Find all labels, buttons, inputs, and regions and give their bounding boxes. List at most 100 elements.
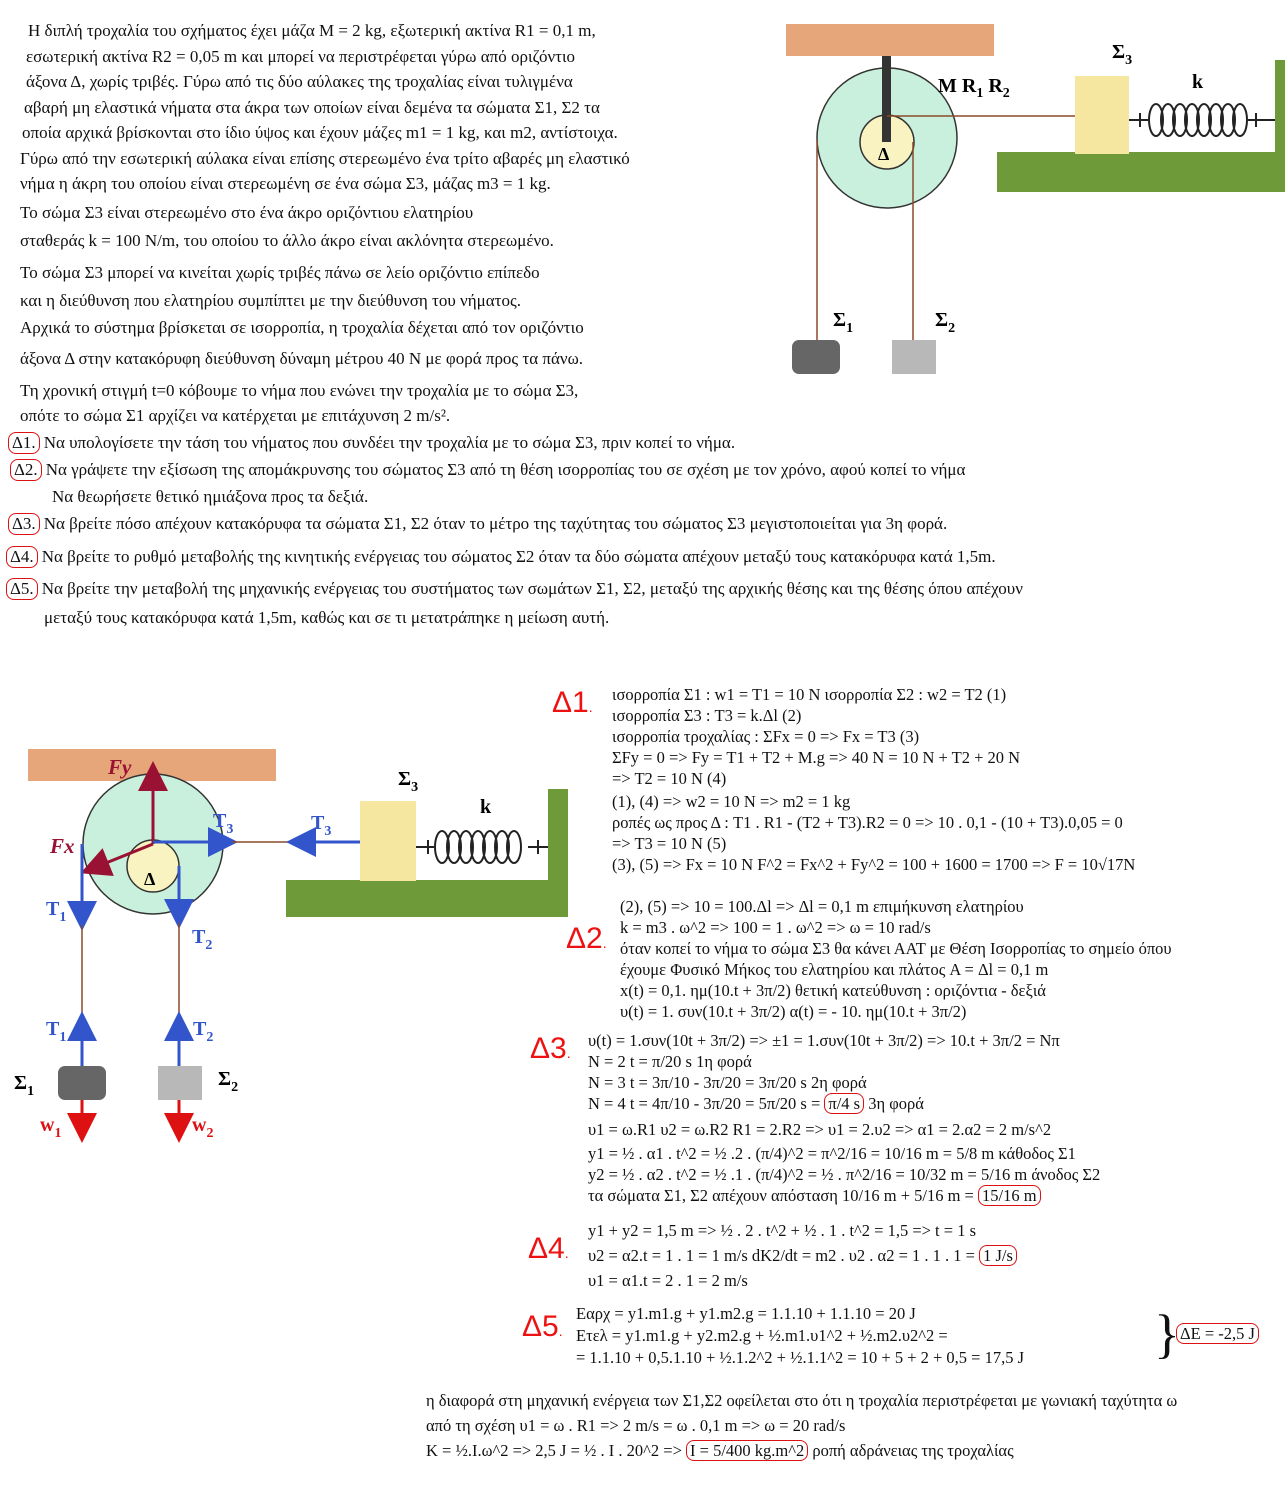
mass-s2-2 [158, 1066, 202, 1100]
sol-line: όταν κοπεί το νήμα το σώμα Σ3 θα κάνει Α… [620, 939, 1172, 958]
question-d5-line2: μεταξύ τους κατακόρυφα κατά 1,5m, καθώς … [44, 608, 610, 627]
sol-line: υ2 = α2.t = 1 . 1 = 1 m/s dK2/dt = m2 . … [588, 1243, 1017, 1268]
solution-label-d3: Δ3. [530, 1032, 571, 1065]
sol-line: υ(t) = 1. συν(10.t + 3π/2) α(t) = - 10. … [620, 1002, 967, 1021]
sol-line: Eτελ = y1.m1.g + y2.m2.g + ½.m1.υ1^2 + ½… [576, 1326, 948, 1345]
pulley-label: M R1 R2 [938, 75, 1010, 101]
k-label: k [1192, 71, 1204, 93]
question-tag: Δ4. [6, 546, 38, 568]
intro-line: Τη χρονική στιγμή t=0 κόβουμε το νήμα πο… [20, 380, 579, 400]
s3-label-2: Σ3 [398, 768, 418, 795]
question-text: Να βρείτε το ρυθμό μεταβολής της κινητικ… [41, 547, 996, 566]
sol-line: N = 3 t = 3π/10 - 3π/20 = 3π/20 s 2η φορ… [588, 1073, 867, 1092]
question-tag: Δ2. [10, 459, 42, 481]
mass-s3-2 [360, 801, 416, 881]
sol-line: => T2 = 10 N (4) [612, 769, 727, 788]
spring-fig1 [1129, 103, 1275, 137]
answer-box: ΔE = -2,5 J [1176, 1323, 1259, 1344]
intro-line: Η διπλή τροχαλία του σχήματος έχει μάζα … [28, 21, 596, 40]
question-d3: Δ3.Να βρείτε πόσο απέχουν κατακόρυφα τα … [8, 513, 947, 535]
intro-line: νήμα η άκρη του οποίου είναι στερεωμένη … [20, 174, 551, 193]
sol-line: = 1.1.10 + 0,5.1.10 + ½.1.2^2 + ½.1.1^2 … [576, 1348, 1025, 1367]
sol-line: y1 + y2 = 1,5 m => ½ . 2 . t^2 + ½ . 1 .… [588, 1221, 976, 1240]
solution-label-d2: Δ2. [566, 922, 607, 955]
t2-mass-label: T2 [193, 1018, 213, 1045]
answer-box: I = 5/400 kg.m^2 [686, 1440, 809, 1461]
mass-s2 [892, 340, 936, 374]
answer-box: 15/16 m [978, 1185, 1041, 1206]
intro-line: και η διεύθυνση που ελατηρίου συμπίπτει … [20, 291, 521, 310]
sol-line: k = m3 . ω^2 => 100 = 1 . ω^2 => ω = 10 … [620, 918, 931, 937]
sol-line: (2), (5) => 10 = 100.Δl => Δl = 0,1 m επ… [620, 897, 1024, 916]
question-d5: Δ5.Να βρείτε την μεταβολή της μηχανικής … [6, 578, 1023, 600]
solution-label-d4: Δ4. [528, 1232, 569, 1265]
intro-line: οποία αρχικά βρίσκονται στο ίδιο ύψος κα… [22, 123, 618, 142]
intro-line: σταθεράς k = 100 N/m, του οποίου το άλλο… [20, 231, 554, 250]
pulley-figure: Δ Σ1 Σ2 M R1 R2 Σ3 k [786, 24, 1285, 374]
axis-label: Δ [878, 144, 889, 164]
sol-line: ροπές ως προς Δ : T1 . R1 - (T2 + T3).R2… [612, 813, 1123, 832]
s3-label: Σ3 [1112, 41, 1132, 68]
sol-line: τα σώματα Σ1, Σ2 απέχουν απόσταση 10/16 … [588, 1185, 1100, 1206]
sol-line: y1 = ½ . α1 . t^2 = ½ .2 . (π/4)^2 = π^2… [588, 1144, 1076, 1163]
sol-line: ισορροπία Σ3 : T3 = k.Δl (2) [612, 706, 802, 725]
intro-line: άξονα Δ στην κατακόρυφη διεύθυνση δύναμη… [20, 349, 584, 368]
sol-line: N = 2 t = π/20 s 1η φορά [588, 1052, 752, 1071]
sol-line: Eαρχ = y1.m1.g + y1.m2.g = 1.1.10 + 1.1.… [576, 1304, 916, 1323]
sol-line: από τη σχέση υ1 = ω . R1 => 2 m/s = ω . … [426, 1416, 846, 1435]
sol-line: έχουμε Φυσικό Μήκος του ελατηρίου και πλ… [620, 960, 1049, 979]
sol-line: υ1 = ω.R1 υ2 = ω.R2 R1 = 2.R2 => υ1 = 2.… [588, 1120, 1052, 1139]
sol-line: υ(t) = 1.συν(10t + 3π/2) => ±1 = 1.συν(1… [588, 1031, 1060, 1050]
brace: } [1154, 1304, 1180, 1364]
intro-line: Αρχικά το σύστημα βρίσκεται σε ισορροπία… [20, 317, 584, 337]
intro-line: οπότε το σώμα Σ1 αρχίζει να κατέρχεται μ… [20, 406, 451, 425]
question-tag: Δ5. [6, 578, 38, 600]
question-text: Να υπολογίσετε την τάση του νήματος που … [43, 433, 736, 452]
sol-line: η διαφορά στη μηχανική ενέργεια των Σ1,Σ… [426, 1391, 1178, 1410]
solution-label-d5: Δ5. [522, 1310, 563, 1343]
fx-label: Fx [49, 834, 75, 858]
solution-d5: Eαρχ = y1.m1.g + y1.m2.g = 1.1.10 + 1.1.… [576, 1303, 1024, 1369]
problem-intro: Η διπλή τροχαλία του σχήματος έχει μάζα … [20, 18, 780, 429]
t3-block-label: T3 [311, 812, 331, 839]
question-tag: Δ1. [8, 432, 40, 454]
solution-d1: ισορροπία Σ1 : w1 = T1 = 10 N ισορροπία … [612, 684, 1135, 875]
s1-label-2: Σ1 [14, 1072, 34, 1099]
ground-2 [286, 789, 568, 917]
s2-label: Σ2 [935, 309, 955, 336]
answer-box: π/4 s [824, 1093, 865, 1114]
fx-arrow [80, 842, 154, 876]
question-text: Να βρείτε την μεταβολή της μηχανικής ενέ… [41, 579, 1023, 598]
sol-line: υ1 = α1.t = 2 . 1 = 2 m/s [588, 1271, 748, 1290]
sol-line: N = 4 t = 4π/10 - 3π/20 = 5π/20 s = π/4 … [588, 1093, 924, 1114]
question-d4: Δ4.Να βρείτε το ρυθμό μεταβολής της κινη… [6, 546, 996, 568]
w2-label: w2 [192, 1114, 213, 1141]
s1-label: Σ1 [833, 309, 853, 336]
question-tag: Δ3. [8, 513, 40, 535]
w1-label: w1 [40, 1114, 61, 1141]
fy-label: Fy [107, 755, 132, 779]
solution-final: η διαφορά στη μηχανική ενέργεια των Σ1,Σ… [426, 1388, 1177, 1463]
question-d2: Δ2.Να γράψετε την εξίσωση της απομάκρυνσ… [10, 459, 965, 481]
sol-line: ισορροπία τροχαλίας : ΣFx = 0 => Fx = T3… [612, 727, 920, 746]
sol-line: => T3 = 10 N (5) [612, 834, 727, 853]
axis-label-2: Δ [144, 869, 155, 889]
delta-e-answer: ΔE = -2,5 J [1176, 1323, 1259, 1344]
sol-line: (3), (5) => Fx = 10 N F^2 = Fx^2 + Fy^2 … [612, 855, 1136, 874]
intro-line: Το σώμα Σ3 είναι στερεωμένο στο ένα άκρο… [20, 202, 474, 222]
pulley-rod [882, 56, 891, 142]
solution-d3: υ(t) = 1.συν(10t + 3π/2) => ±1 = 1.συν(1… [588, 1030, 1100, 1206]
sol-line: (1), (4) => w2 = 10 N => m2 = 1 kg [612, 792, 851, 811]
sol-line: K = ½.I.ω^2 => 2,5 J = ½ . I . 20^2 => I… [426, 1440, 1014, 1461]
solution-d2: (2), (5) => 10 = 100.Δl => Δl = 0,1 m επ… [620, 896, 1172, 1022]
k-label-2: k [480, 796, 492, 818]
question-text: Να γράψετε την εξίσωση της απομάκρυνσης … [45, 460, 966, 479]
question-d2-line2: Να θεωρήσετε θετικό ημιάξονα προς τα δεξ… [52, 487, 369, 506]
intro-line: Το σώμα Σ3 μπορεί να κινείται χωρίς τριβ… [20, 262, 540, 282]
solution-d4: y1 + y2 = 1,5 m => ½ . 2 . t^2 + ½ . 1 .… [588, 1218, 1017, 1293]
ceiling [786, 24, 994, 56]
intro-line: εσωτερική ακτίνα R2 = 0,05 m και μπορεί … [26, 46, 576, 66]
ground [997, 60, 1285, 192]
force-figure: Δ Fy Fx T3 T3 T1 T2 T1 T2 Σ1 Σ2 w1 w2 Σ3… [14, 749, 568, 1143]
sol-line: ΣFy = 0 => Fy = T1 + T2 + M.g => 40 N = … [612, 748, 1021, 767]
